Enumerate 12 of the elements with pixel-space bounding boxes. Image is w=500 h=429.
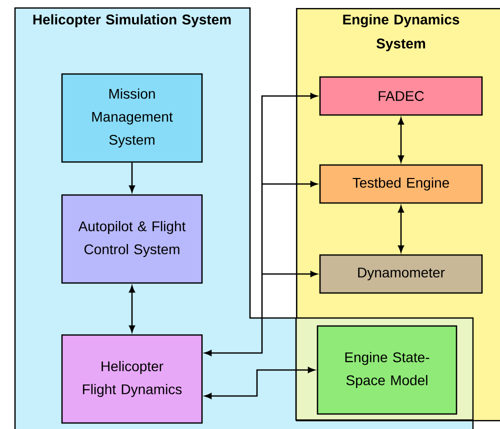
arrow <box>129 162 135 192</box>
process-box: Helicopter Flight Dynamics <box>61 334 203 424</box>
process-box: Testbed Engine <box>319 164 483 204</box>
arrow <box>398 118 404 162</box>
arrow <box>129 286 135 332</box>
arrow <box>204 93 318 356</box>
process-box: Mission Management System <box>61 73 203 163</box>
process-box: Autopilot & Flight Control System <box>61 194 203 284</box>
process-box: FADEC <box>319 76 483 116</box>
arrow <box>398 206 404 252</box>
process-box: Dynamometer <box>319 254 483 294</box>
arrow <box>204 367 315 399</box>
